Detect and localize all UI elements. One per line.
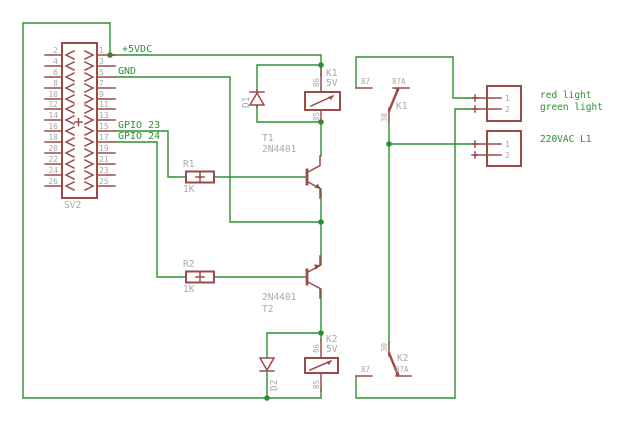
k1-coil-value: 5V [326, 78, 338, 89]
k2-relay-switch: 87 87A 30 K2 [355, 341, 412, 377]
sv2-pin-label: 16 [48, 122, 58, 131]
r2-value: 1K [183, 284, 195, 295]
d2-diode: D2 [258, 357, 280, 391]
sv2-right-pins [96, 54, 116, 187]
sv2-pin-label: 11 [99, 100, 109, 109]
sv2-pin-label: 21 [99, 155, 109, 164]
light-label-red: red light [540, 90, 591, 101]
k1-contact-87: 87 [361, 77, 370, 86]
sv2-name: SV2 [64, 200, 81, 211]
d2-name: D2 [269, 380, 280, 391]
k1-relay-switch: 87 87A 30 K1 [355, 77, 410, 123]
sv2-pin-label: 26 [48, 177, 58, 186]
junction-dots [107, 52, 392, 401]
t2-name: T2 [262, 304, 273, 315]
sv2-pin-label: 18 [48, 133, 58, 142]
t2-transistor: 2N4401 T2 [262, 255, 321, 315]
mains-label: 220VAC L1 [540, 134, 592, 145]
net-gnd [114, 76, 322, 223]
k2-contact-87: 87 [361, 365, 370, 374]
net-gpio24 [114, 141, 306, 278]
sv2-pin-label: 5 [99, 68, 104, 77]
light-connector: 1 2 red light green light [471, 85, 603, 122]
sv2-pin-label: 19 [99, 144, 109, 153]
sv2-pin-label: 9 [99, 90, 104, 99]
sv2-pin-label: 17 [99, 133, 109, 142]
k1-coil-pin86: 86 [312, 77, 321, 87]
k2-coil-value: 5V [326, 344, 338, 355]
net-label-gpio24: GPIO 24 [118, 131, 160, 142]
net-mains-common [388, 121, 476, 345]
d1-diode: D1 [241, 89, 266, 108]
sv2-pin-label: 10 [48, 90, 58, 99]
net-red-light [355, 56, 476, 99]
r1-value: 1K [183, 184, 195, 195]
t1-transistor: T1 2N4401 [262, 133, 321, 199]
sv2-connector: 2 4 6 8 10 12 14 16 18 20 22 24 26 1 3 5… [44, 42, 116, 211]
k2-switch-name: K2 [397, 353, 408, 364]
sv2-pin-label: 24 [48, 166, 58, 175]
t1-name: T1 [262, 133, 274, 144]
net-label-gpio23: GPIO 23 [118, 120, 160, 131]
t2-value: 2N4401 [262, 292, 297, 303]
mains-connector-pin1: 1 [505, 140, 510, 149]
light-connector-pin1: 1 [505, 94, 510, 103]
k1-contact-87a: 87A [392, 77, 406, 86]
sv2-pin-label: 13 [99, 111, 109, 120]
k2-coil-pin85: 85 [312, 380, 321, 389]
sv2-pin-label: 7 [99, 79, 104, 88]
r2-name: R2 [183, 259, 194, 270]
sv2-pin-label: 15 [99, 122, 109, 131]
net-label-gnd: GND [118, 66, 136, 77]
k1-relay-coil: 86 85 K1 5V [304, 67, 341, 122]
sv2-pin-label: 12 [48, 100, 58, 109]
k1-contact-30: 30 [380, 112, 389, 122]
k2-contact-30: 30 [380, 342, 389, 352]
sv2-pin-label: 23 [99, 166, 109, 175]
k2-contact-87a: 87A [395, 365, 409, 374]
sv2-origin-cross [74, 117, 83, 127]
sv2-pin-label: 2 [53, 46, 58, 55]
sv2-pin-label: 14 [48, 111, 58, 120]
sv2-contact-marks [64, 49, 95, 192]
sv2-pin-label: 4 [53, 57, 58, 66]
net-label-5vdc: +5VDC [122, 44, 152, 55]
r1-name: R1 [183, 159, 195, 170]
light-label-green: green light [540, 102, 603, 113]
sv2-pin-label: 6 [53, 68, 58, 77]
sv2-left-pins [44, 54, 63, 187]
k2-relay-coil: 86 85 K2 5V [304, 334, 339, 392]
net-gpio23 [114, 130, 306, 178]
net-green-light [355, 108, 476, 399]
sv2-pin-label: 8 [53, 79, 58, 88]
sv2-pin-numbers: 2 4 6 8 10 12 14 16 18 20 22 24 26 1 3 5… [48, 46, 108, 186]
k1-switch-name: K1 [396, 101, 408, 112]
mains-connector: 1 2 220VAC L1 [471, 130, 592, 167]
t1-value: 2N4401 [262, 144, 297, 155]
sv2-pin-label: 3 [99, 57, 104, 66]
sv2-pin-label: 25 [99, 177, 109, 186]
r1-resistor: R1 1K [183, 159, 215, 195]
sv2-pin-label: 20 [48, 144, 58, 153]
sv2-pin-label: 22 [48, 155, 58, 164]
r2-resistor: R2 1K [183, 259, 215, 295]
mains-connector-pin2: 2 [505, 151, 510, 160]
net-k1-coil-drive [256, 106, 322, 157]
k2-coil-name: K2 [326, 334, 337, 345]
net-5vdc [22, 22, 322, 399]
k1-coil-pin85: 85 [312, 112, 321, 121]
light-connector-pin2: 2 [505, 105, 510, 114]
k2-coil-pin86: 86 [312, 343, 321, 353]
d1-name: D1 [241, 96, 252, 108]
sv2-pin-label: 1 [99, 46, 104, 55]
k1-coil-name: K1 [326, 68, 338, 79]
